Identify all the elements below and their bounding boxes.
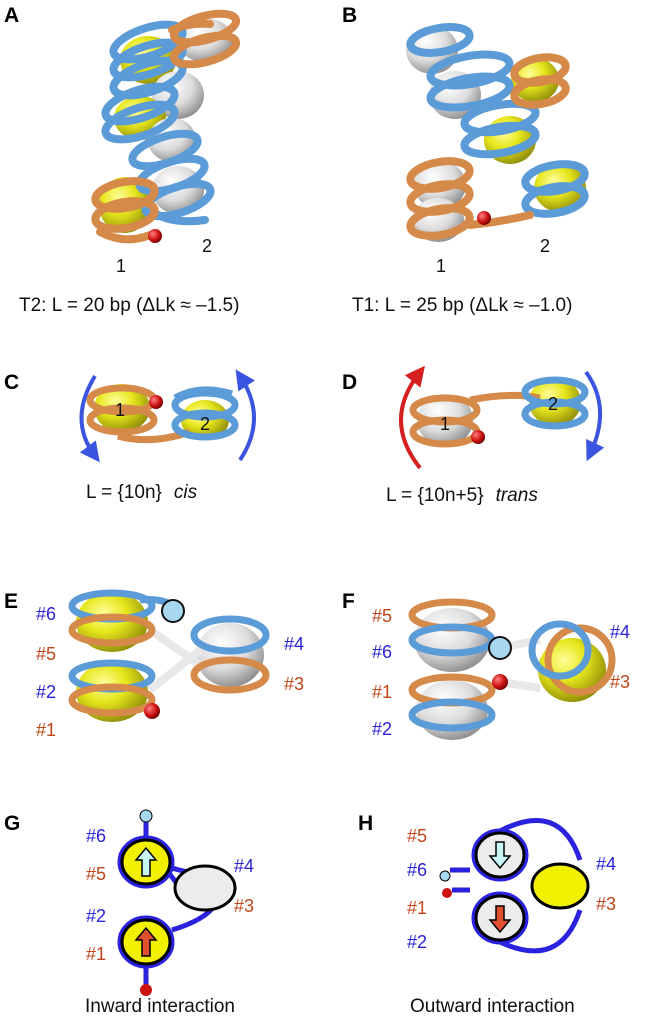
panel-h: H #5 #6 #1 #2 #4 #3 Outward interaction	[358, 812, 616, 1017]
panel-f-letter: F	[342, 590, 355, 613]
label-5: #5	[407, 826, 427, 846]
dna-end-red	[144, 703, 160, 719]
panel-a-caption: T2: L = 20 bp (ΔLk ≈ –1.5)	[19, 295, 239, 316]
dna-end-red	[471, 430, 485, 444]
label-3: #3	[610, 672, 630, 692]
dna-orange	[68, 613, 270, 717]
linker-dna	[147, 626, 203, 694]
dna-orange	[406, 53, 570, 240]
down-arrow-icon	[488, 841, 512, 870]
panel-f: F #5 #6 #1 #2 #4 #3	[342, 590, 630, 740]
dna-blue	[521, 376, 589, 430]
nucleosome-label-1: 1	[440, 414, 450, 434]
panel-a-fiber-structure	[91, 9, 241, 244]
label-5: #5	[86, 864, 106, 884]
label-4: #4	[596, 854, 616, 874]
dna-orange	[91, 9, 241, 244]
panel-c-caption: L = {10n}cis	[86, 482, 198, 503]
panel-b: B	[342, 4, 589, 316]
label-1: #1	[36, 720, 56, 740]
core-white	[414, 608, 490, 672]
rotation-arrow-left-red	[399, 365, 425, 470]
label-1: #1	[372, 682, 392, 702]
dna-end-lightblue	[488, 636, 512, 660]
label-4: #4	[234, 856, 254, 876]
panel-d-caption: L = {10n+5}trans	[386, 485, 538, 506]
nucleosome-label-2: 2	[548, 394, 558, 414]
panel-d-letter: D	[342, 371, 357, 394]
label-5: #5	[372, 606, 392, 626]
dna-blue	[406, 23, 589, 218]
panel-e: E #6 #5 #2 #1 #4 #3	[4, 589, 304, 740]
up-arrow-icon	[134, 846, 158, 877]
end-red	[140, 984, 152, 996]
panel-c: C 1 2 L = {10n}cis	[4, 369, 256, 503]
label-3: #3	[234, 896, 254, 916]
panel-g-letter: G	[4, 812, 20, 835]
nucleosome-label-2: 2	[540, 236, 550, 256]
label-2: #2	[86, 906, 106, 926]
panel-h-letter: H	[358, 812, 373, 835]
label-5: #5	[36, 644, 56, 664]
dna-end-red	[149, 395, 163, 409]
end-lightblue	[439, 870, 451, 882]
rotation-arrow-right	[235, 369, 256, 462]
panel-g: G #6 #5 #2 #1 #4 #3 Inward interaction	[4, 809, 254, 1017]
down-arrow-icon	[488, 905, 512, 934]
panel-g-caption: Inward interaction	[85, 996, 235, 1017]
panel-h-caption: Outward interaction	[410, 996, 575, 1017]
up-arrow-icon	[134, 926, 158, 957]
label-6: #6	[407, 860, 427, 880]
panel-e-letter: E	[4, 590, 18, 613]
dna-end-red	[148, 229, 162, 243]
panel-c-letter: C	[4, 371, 19, 394]
panel-b-letter: B	[342, 4, 357, 27]
rotation-arrow-right	[584, 370, 605, 462]
label-1: #1	[407, 898, 427, 918]
label-3: #3	[596, 894, 616, 914]
dna-end-lightblue	[161, 599, 185, 623]
panel-b-fiber-structure	[406, 23, 589, 242]
label-6: #6	[372, 642, 392, 662]
label-2: #2	[407, 932, 427, 952]
core-white	[196, 623, 264, 687]
nucleosome-label-2: 2	[202, 236, 212, 256]
schematic-core-white	[173, 864, 237, 912]
label-6: #6	[36, 604, 56, 624]
label-6: #6	[86, 826, 106, 846]
label-2: #2	[36, 682, 56, 702]
dna-blue	[171, 386, 239, 441]
end-lightblue	[139, 809, 153, 823]
label-4: #4	[284, 634, 304, 654]
panel-a-letter: A	[4, 4, 19, 27]
rotation-arrow-left	[79, 374, 100, 463]
end-red	[442, 888, 452, 898]
dna-end-red	[477, 211, 491, 225]
nucleosome-label-1: 1	[115, 400, 125, 420]
panel-d: D 1 2 L = {10n+5}trans	[342, 365, 605, 506]
panel-a: A	[4, 4, 241, 316]
nucleosome-label-2: 2	[200, 414, 210, 434]
dna-end-red	[492, 674, 508, 690]
label-2: #2	[372, 719, 392, 739]
panel-b-caption: T1: L = 25 bp (ΔLk ≈ –1.0)	[352, 295, 572, 316]
label-4: #4	[610, 622, 630, 642]
schematic-core-yellow	[530, 862, 590, 910]
label-3: #3	[284, 674, 304, 694]
schematic-dna	[450, 817, 583, 954]
nucleosome-label-1: 1	[116, 256, 126, 276]
nucleosome-label-1: 1	[436, 256, 446, 276]
label-1: #1	[86, 944, 106, 964]
